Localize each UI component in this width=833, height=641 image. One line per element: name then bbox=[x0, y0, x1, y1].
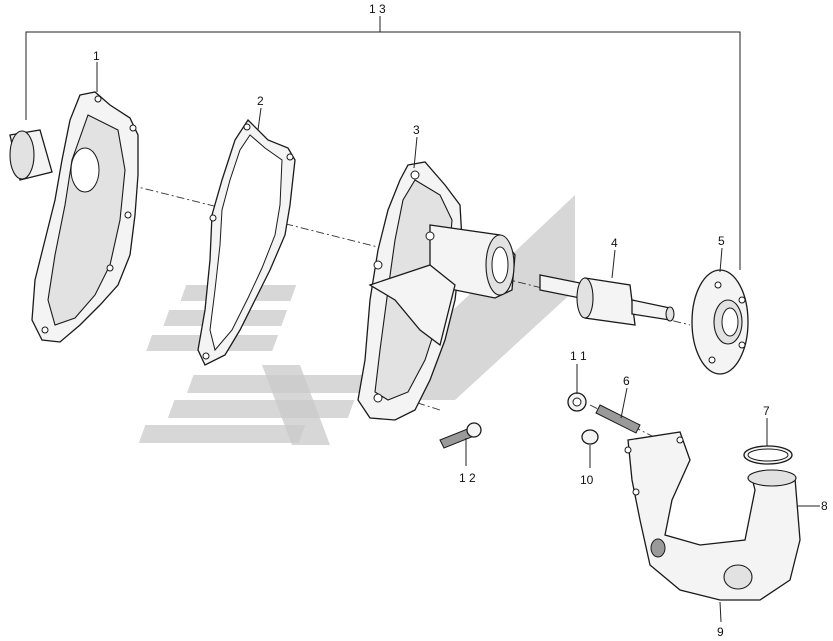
stud-bolt-part-6 bbox=[595, 404, 641, 434]
callout-4: 4 bbox=[611, 236, 618, 250]
callout-12: 1 2 bbox=[459, 471, 476, 485]
callout-labels: 1 3 1 2 3 4 5 1 1 6 7 8 10 1 2 9 bbox=[93, 2, 828, 639]
gasket-part-2 bbox=[197, 118, 296, 366]
leader-lines bbox=[96, 62, 820, 623]
pulley-flange-part-5 bbox=[691, 269, 749, 375]
callout-11: 1 1 bbox=[570, 349, 587, 363]
hose-clamp-part-7 bbox=[743, 445, 793, 465]
watermark-logo bbox=[138, 195, 575, 445]
callout-3: 3 bbox=[413, 123, 420, 137]
nut-part-11 bbox=[567, 392, 587, 412]
callout-7: 7 bbox=[763, 404, 770, 418]
callout-8: 8 bbox=[821, 499, 828, 513]
callout-13: 1 3 bbox=[369, 2, 386, 16]
pump-cover-part-1 bbox=[9, 91, 139, 343]
callout-10: 10 bbox=[580, 473, 594, 487]
callout-6: 6 bbox=[623, 374, 630, 388]
callout-5: 5 bbox=[718, 234, 725, 248]
callout-1: 1 bbox=[93, 49, 100, 63]
pump-housing-part-3 bbox=[357, 161, 516, 421]
bolt-part-12 bbox=[439, 422, 482, 449]
callout-9: 9 bbox=[717, 625, 724, 639]
assembly-bracket-13 bbox=[25, 16, 741, 270]
water-pipe-part-8-9 bbox=[624, 431, 801, 601]
plug-part-10 bbox=[581, 429, 599, 445]
shaft-bearing-part-4 bbox=[539, 274, 675, 326]
callout-2: 2 bbox=[257, 94, 264, 108]
